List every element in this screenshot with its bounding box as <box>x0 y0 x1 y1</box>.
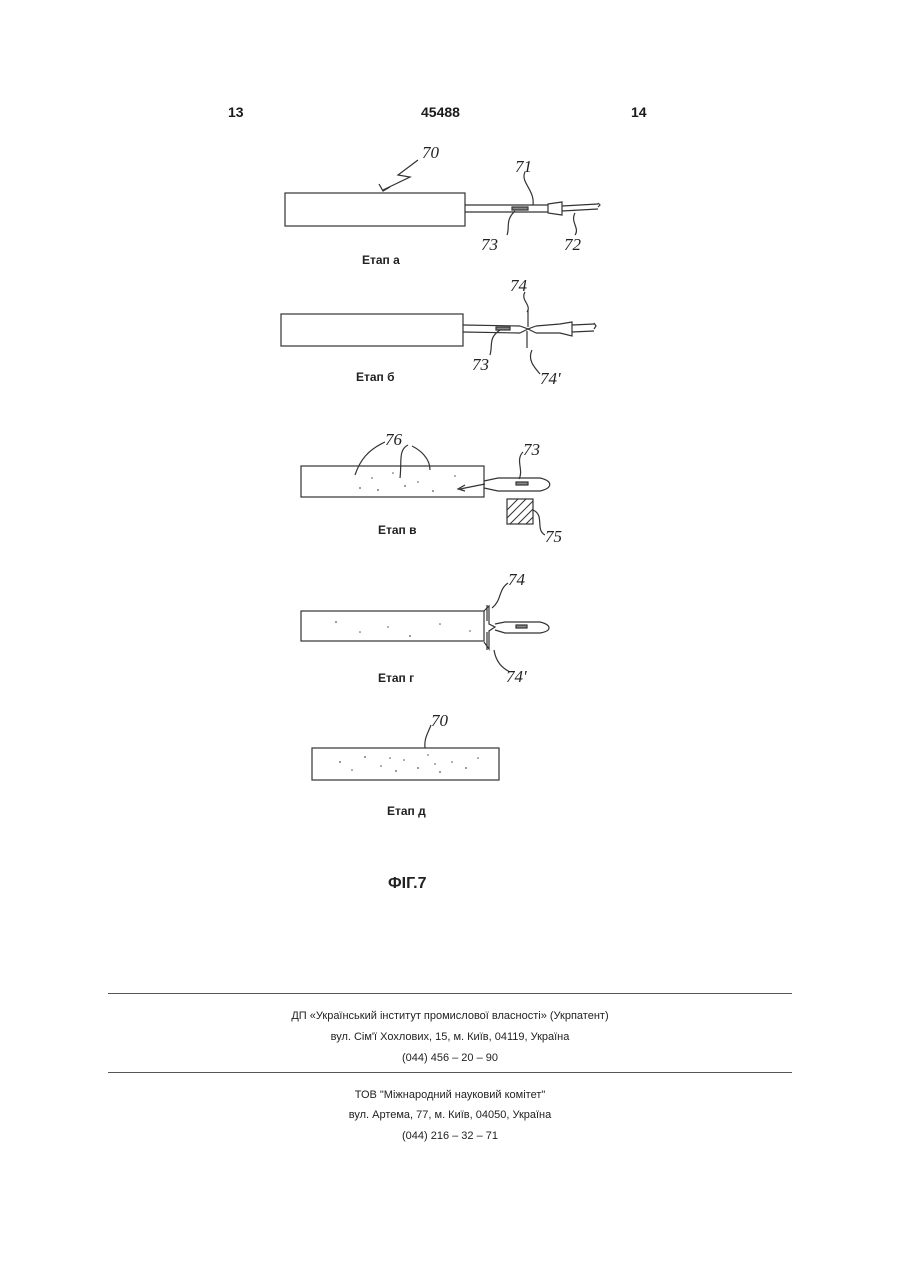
figure-caption: ФІГ.7 <box>388 875 427 892</box>
leader-73-b <box>490 330 500 355</box>
footer-org1-phone: (044) 456 – 20 – 90 <box>0 1052 900 1064</box>
footer-org2-name: ТОВ "Міжнародний науковий комітет" <box>0 1089 900 1101</box>
leader-73-a <box>507 211 515 235</box>
ref-74-b: 74 <box>510 276 528 295</box>
footer-org2-address: вул. Артема, 77, м. Київ, 04050, Україна <box>0 1109 900 1121</box>
leader-74p-b <box>530 350 540 374</box>
footer-rule-top <box>108 993 792 994</box>
leader-71 <box>524 172 533 205</box>
stage-v-body <box>301 466 484 497</box>
material-speckles <box>335 472 479 773</box>
leader-76-1 <box>355 442 385 475</box>
leader-75 <box>533 510 545 535</box>
stage-d-label: Етап д <box>387 804 426 818</box>
ref-76: 76 <box>385 430 403 449</box>
ref-75: 75 <box>545 527 562 546</box>
stage-v-label: Етап в <box>378 523 417 537</box>
leader-70-a <box>383 160 418 190</box>
stage-v-diagram <box>301 442 550 535</box>
footer-rule-middle <box>108 1072 792 1073</box>
ref-73-b: 73 <box>472 355 489 374</box>
stage-g-diagram <box>301 583 549 672</box>
stage-g-label: Етап г <box>378 671 414 685</box>
stage-d-diagram <box>312 725 499 780</box>
ref-71: 71 <box>515 157 532 176</box>
ref-74p-b: 74' <box>540 369 561 388</box>
leader-74-b <box>524 292 528 312</box>
leader-76-2 <box>400 445 408 478</box>
ref-73-a: 73 <box>481 235 498 254</box>
stage-a-diagram <box>285 160 600 235</box>
stage-a-label: Етап а <box>362 253 400 267</box>
ref-74-g: 74 <box>508 570 526 589</box>
stage-a-body <box>285 193 465 226</box>
ref-70-a: 70 <box>422 143 440 162</box>
stage-a-part-73 <box>512 207 528 210</box>
stage-b-label: Етап б <box>356 370 395 384</box>
ref-74p-g: 74' <box>506 667 527 686</box>
footer-org2-phone: (044) 216 – 32 – 71 <box>0 1130 900 1142</box>
stage-b-body <box>281 314 463 346</box>
leader-72 <box>574 213 577 235</box>
stage-b-diagram <box>281 292 596 374</box>
stage-g-body <box>301 611 484 641</box>
ref-70-d: 70 <box>431 711 449 730</box>
stage-d-body <box>312 748 499 780</box>
footer-org1-address: вул. Сім'ї Хохлових, 15, м. Київ, 04119,… <box>0 1031 900 1043</box>
ref-73-v: 73 <box>523 440 540 459</box>
ref-72: 72 <box>564 235 582 254</box>
leader-74-g <box>492 583 508 608</box>
patent-figure-7: 70 71 73 72 74 73 74' 76 73 75 74 74' 70… <box>0 0 900 900</box>
footer-org1-name: ДП «Український інститут промислової вла… <box>0 1010 900 1022</box>
